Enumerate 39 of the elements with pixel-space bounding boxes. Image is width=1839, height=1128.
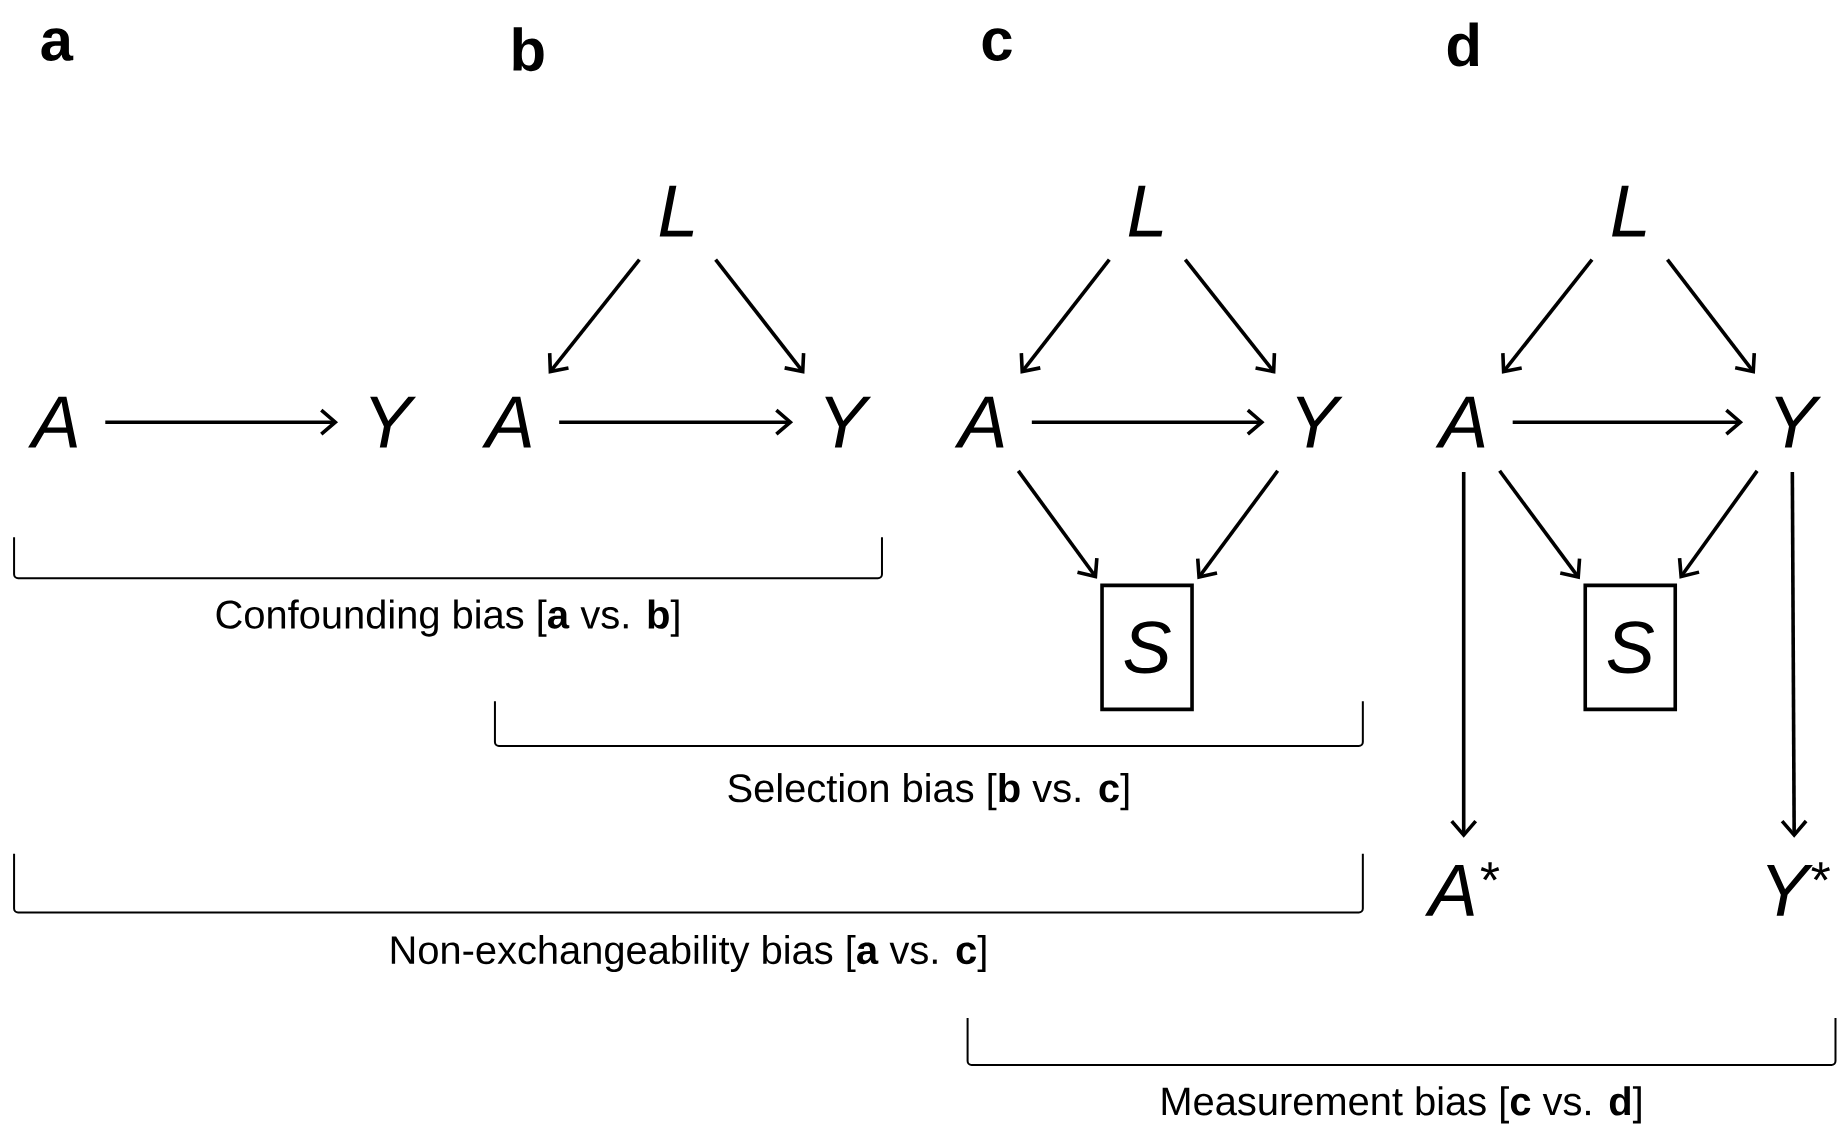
arrow	[1501, 258, 1594, 374]
bracket-label: Selection bias [b vs. c]	[728, 772, 1129, 811]
arrow	[559, 408, 794, 436]
variable: A	[28, 396, 77, 448]
variable: L	[1128, 185, 1163, 237]
variable: Y	[825, 396, 872, 448]
panel-letter: d	[1447, 22, 1478, 67]
arrow	[1031, 408, 1265, 436]
selection-box: S	[1583, 583, 1678, 712]
variable: A	[954, 396, 1004, 448]
variable: L	[659, 185, 694, 237]
arrow	[547, 258, 641, 374]
arrow	[1019, 258, 1111, 374]
arrow	[1183, 258, 1277, 374]
arrow	[1016, 469, 1099, 579]
panel-letter: c	[982, 28, 1012, 61]
variable: Y	[370, 396, 417, 448]
arrow	[714, 258, 806, 374]
arrow	[1666, 258, 1757, 374]
variable: A$^{*}$	[1424, 862, 1500, 916]
arrow	[105, 408, 339, 436]
selection-box: S	[1100, 583, 1194, 712]
variable: A	[482, 396, 531, 448]
panel-letter: b	[513, 27, 544, 72]
arrow	[1677, 469, 1759, 579]
variable: L	[1612, 185, 1646, 237]
arrow	[1195, 469, 1280, 580]
variable: Y	[1775, 396, 1822, 448]
arrow	[1512, 408, 1744, 436]
bracket-label: Confounding bias [a vs. b]	[216, 599, 679, 637]
bracket-label: Non-exchangeability bias [a vs. c]	[391, 934, 986, 972]
variable: Y	[1296, 396, 1343, 448]
variable: A	[1435, 396, 1485, 448]
variable: Y$^{*}$	[1766, 862, 1830, 916]
bracket-label: Measurement bias [c vs. d]	[1162, 1086, 1641, 1124]
arrow	[1498, 469, 1582, 580]
arrow	[1450, 471, 1478, 838]
arrow	[1780, 471, 1808, 838]
panel-letter: a	[41, 28, 74, 61]
